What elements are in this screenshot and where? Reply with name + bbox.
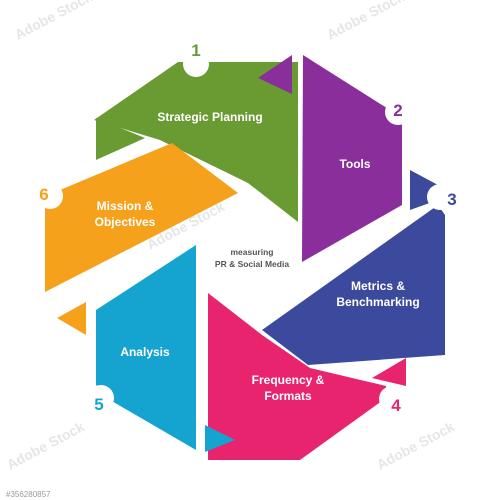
segment-3-label-line1: Metrics &	[351, 279, 405, 293]
segment-1-label: Strategic Planning	[157, 110, 262, 124]
number-badge-4	[379, 386, 405, 412]
watermark-text: Adobe Stock	[374, 418, 457, 472]
watermark-text: Adobe Stock	[324, 0, 407, 43]
segment-2-tools: 2 Tools	[258, 55, 411, 262]
segment-3-number: 3	[447, 190, 456, 209]
segment-1-number: 1	[191, 41, 200, 60]
segment-4-shape	[208, 293, 386, 460]
segment-4-number: 4	[391, 396, 401, 415]
segment-4-frequency-formats: 4 Frequency & Formats	[208, 293, 406, 460]
number-badge-2	[385, 99, 411, 125]
segment-6-number: 6	[39, 185, 48, 204]
number-badge-3	[427, 184, 453, 210]
segment-3-label-line2: Benchmarking	[336, 295, 419, 309]
segment-4-label-line1: Frequency &	[252, 373, 325, 387]
watermark-text: Adobe Stock	[12, 0, 95, 43]
number-badge-6	[37, 183, 63, 209]
segment-5-tail	[205, 425, 235, 452]
segment-4-label-line2: Formats	[264, 389, 312, 403]
segment-6-shape	[45, 143, 238, 292]
center-caption-line2: PR & Social Media	[215, 259, 289, 269]
segment-5-number: 5	[94, 395, 103, 414]
segment-1-tail	[96, 118, 145, 160]
segment-3-shape	[262, 205, 445, 365]
number-badge-1	[183, 51, 209, 77]
segment-6-label-line1: Mission &	[97, 199, 154, 213]
segment-2-shape	[302, 55, 402, 262]
segment-6-label-line2: Objectives	[95, 215, 156, 229]
segment-6-tail	[57, 302, 86, 335]
segment-1-strategic-planning: 1 Strategic Planning	[94, 41, 298, 222]
segment-4-tail	[372, 358, 406, 386]
segment-5-analysis: 5 Analysis	[88, 245, 235, 452]
stock-id-strip	[0, 488, 500, 500]
segment-5-label: Analysis	[120, 345, 170, 359]
watermark-text: Adobe Stock	[4, 418, 87, 472]
center-caption: measuring PR & Social Media	[215, 247, 289, 269]
segment-2-label: Tools	[339, 157, 370, 171]
segment-3-metrics-benchmarking: 3 Metrics & Benchmarking	[262, 170, 457, 365]
segment-6-mission-objectives: 6 Mission & Objectives	[37, 143, 238, 335]
segment-2-number: 2	[393, 101, 402, 120]
segment-1-shape	[94, 62, 298, 222]
number-badge-5	[88, 385, 114, 411]
stock-id-text: #356280857	[6, 490, 51, 499]
segment-5-shape	[96, 245, 196, 450]
segment-2-tail	[258, 55, 292, 94]
center-caption-line1: measuring	[231, 247, 274, 257]
